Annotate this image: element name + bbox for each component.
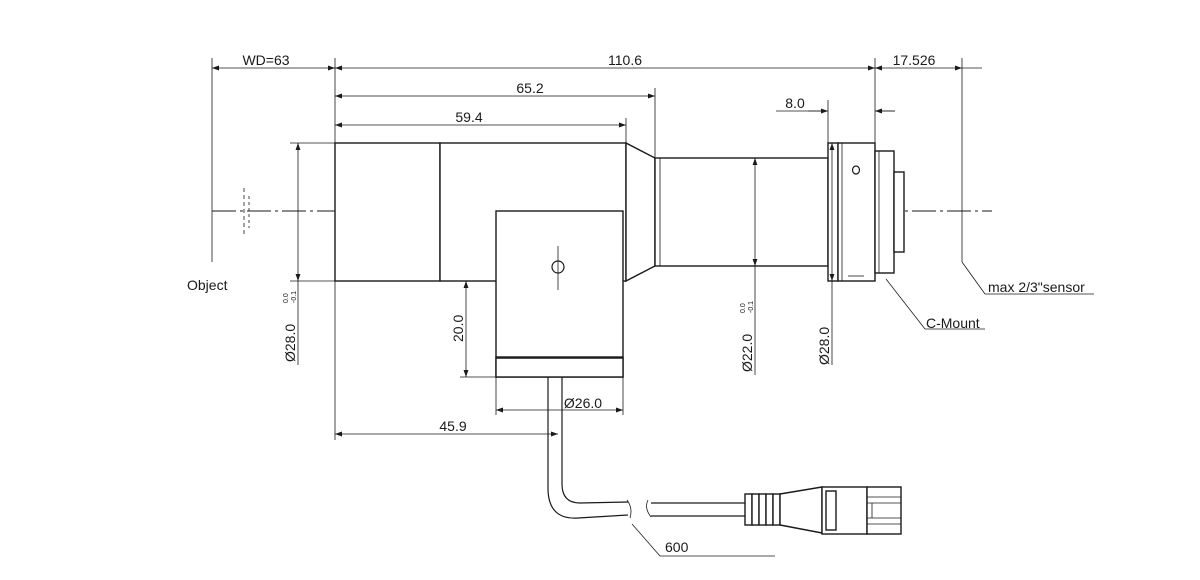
leader-lines — [885, 261, 1094, 330]
illumination-port — [495, 210, 624, 378]
label-object: Object — [187, 277, 228, 293]
dim-dia-rear-tol-upper: 0.0 — [740, 303, 747, 313]
dim-dia-front: Ø28.0 — [282, 324, 298, 362]
label-sensor: max 2/3"sensor — [988, 279, 1085, 295]
label-c-mount: C-Mount — [926, 315, 980, 331]
extension-lines — [211, 58, 963, 440]
dim-total-length: 110.6 — [608, 52, 642, 68]
dim-cable-length: 600 — [665, 539, 689, 555]
dim-length-65: 65.2 — [516, 80, 543, 96]
dimension-lines — [212, 65, 982, 557]
dim-length-59: 59.4 — [455, 109, 482, 125]
cable-connector — [744, 486, 902, 535]
dim-mount-width: 8.0 — [785, 95, 805, 111]
dim-dia-front-tol-lower: -0.1 — [291, 291, 298, 303]
dim-sensor-flange: 17.526 — [893, 52, 936, 68]
dim-dia-rear: Ø22.0 — [739, 334, 755, 372]
dim-side-offset: 45.9 — [439, 418, 466, 434]
object-plane-mark — [243, 188, 250, 236]
dim-dia-rear-tol-lower: -0.1 — [748, 301, 755, 313]
dim-wd: WD=63 — [242, 52, 289, 68]
dim-side-height: 20.0 — [450, 315, 466, 342]
dim-dia-side: Ø26.0 — [564, 395, 602, 411]
dim-dia-front-tol-upper: 0.0 — [283, 293, 290, 303]
dim-dia-mount: Ø28.0 — [816, 327, 832, 365]
